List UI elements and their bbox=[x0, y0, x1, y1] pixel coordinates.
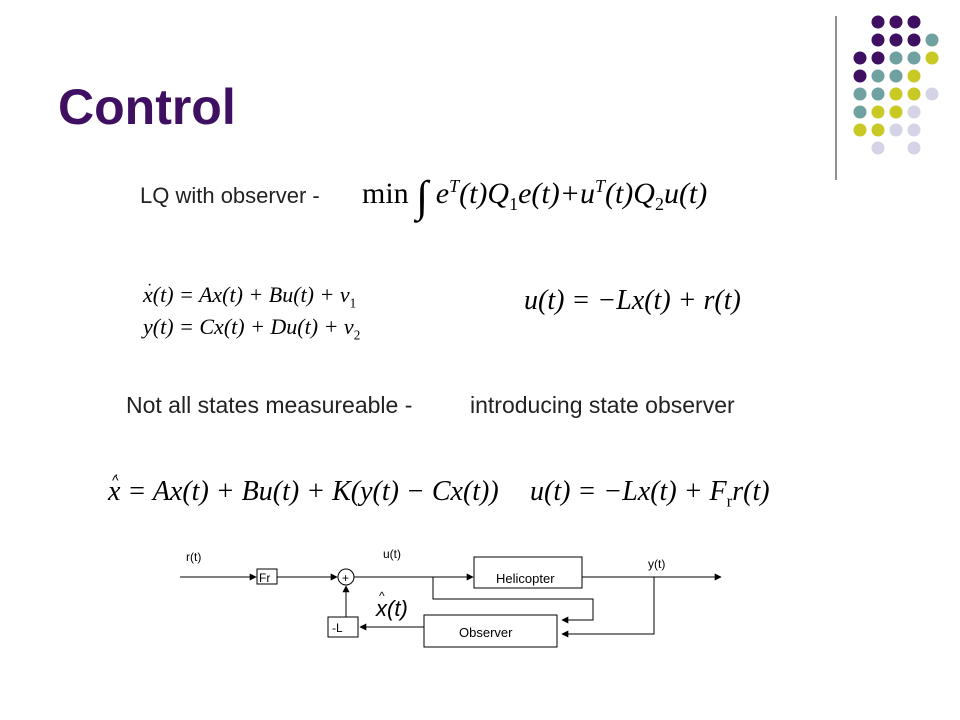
xhat-signal-label: x(t) bbox=[375, 596, 408, 621]
u-signal-label: u(t) bbox=[383, 547, 401, 561]
decorative-dot bbox=[853, 51, 867, 65]
state-equation: x(t) = Ax(t) + Bu(t) + v1 bbox=[143, 282, 357, 311]
decorative-dot bbox=[871, 141, 885, 155]
xhat-hat-accent: ^ bbox=[112, 472, 119, 488]
y-to-observer-wire bbox=[561, 577, 655, 638]
page-title: Control bbox=[58, 79, 236, 135]
decorative-dot bbox=[889, 123, 903, 137]
decorative-dot bbox=[889, 51, 903, 65]
decorative-dot bbox=[871, 15, 885, 29]
summing-sign: + bbox=[342, 571, 349, 585]
decorative-dot bbox=[907, 33, 921, 47]
decorative-dot bbox=[907, 15, 921, 29]
observer-note-right: introducing state observer bbox=[470, 392, 735, 418]
decorative-dot bbox=[889, 87, 903, 101]
lq-label: LQ with observer - bbox=[140, 183, 320, 208]
y-signal-label: y(t) bbox=[648, 557, 665, 571]
observer-block-label: Observer bbox=[459, 625, 513, 640]
output-equation: y(t) = Cx(t) + Du(t) + v2 bbox=[143, 314, 361, 343]
decorative-dot bbox=[871, 123, 885, 137]
gain-block bbox=[327, 616, 359, 638]
observer-note-left: Not all states measureable - bbox=[126, 392, 413, 418]
decorative-dot bbox=[889, 69, 903, 83]
r-signal-label: r(t) bbox=[186, 550, 201, 564]
observer-state-equation: x = Ax(t) + Bu(t) + K(y(t) − Cx(t)) bbox=[108, 476, 499, 507]
xhat-dot-accent: · bbox=[114, 466, 119, 482]
decorative-dot bbox=[925, 51, 939, 65]
decorative-dot-grid bbox=[835, 15, 939, 180]
decorative-dot bbox=[925, 87, 939, 101]
decorative-dot bbox=[853, 123, 867, 137]
decorative-dot bbox=[925, 33, 939, 47]
decorative-dot bbox=[907, 69, 921, 83]
decorative-dot bbox=[889, 33, 903, 47]
decorative-dot bbox=[853, 69, 867, 83]
observer-block bbox=[423, 614, 558, 648]
decorative-dot bbox=[853, 87, 867, 101]
decorative-dot bbox=[907, 123, 921, 137]
decorative-dot bbox=[871, 33, 885, 47]
control-law-equation: u(t) = −Lx(t) + r(t) bbox=[524, 285, 741, 316]
gain-block-label: -L bbox=[332, 621, 343, 635]
decorative-dot bbox=[889, 15, 903, 29]
u-to-observer-wire bbox=[432, 577, 594, 624]
observer-control-law: u(t) = −Lx(t) + Frr(t) bbox=[530, 476, 770, 511]
decorative-dot bbox=[907, 87, 921, 101]
decorative-dot bbox=[907, 51, 921, 65]
integral-sign: ∫ bbox=[416, 172, 429, 221]
decorative-dot bbox=[907, 105, 921, 119]
decorative-dot bbox=[907, 141, 921, 155]
x-dot-accent: · bbox=[147, 276, 153, 293]
helicopter-block bbox=[473, 556, 583, 589]
decorative-dot bbox=[871, 105, 885, 119]
decorative-dot bbox=[853, 105, 867, 119]
decorative-dot bbox=[871, 51, 885, 65]
decorative-dot bbox=[871, 69, 885, 83]
decorative-dot bbox=[889, 105, 903, 119]
decorative-dot bbox=[871, 87, 885, 101]
lq-cost-function: min ∫ eT(t)Q1e(t)+uT(t)Q2u(t) bbox=[362, 172, 708, 221]
helicopter-block-label: Helicopter bbox=[496, 571, 555, 586]
xhat-signal-hat: ^ bbox=[379, 589, 385, 603]
fr-block-label: Fr bbox=[259, 571, 270, 585]
